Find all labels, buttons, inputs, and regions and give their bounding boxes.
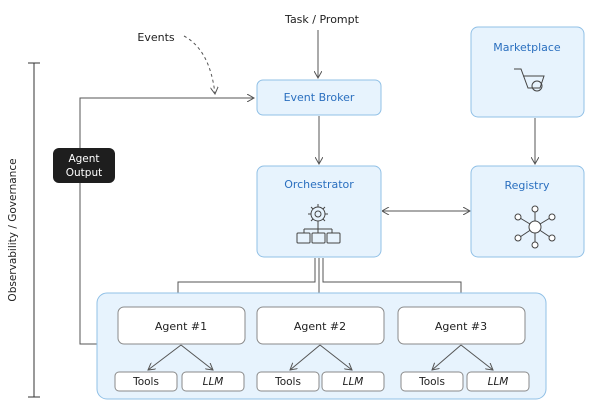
agent-1-llm-label: LLM bbox=[203, 376, 224, 388]
events-arrow bbox=[183, 35, 215, 94]
observability-bracket bbox=[28, 62, 40, 398]
agent-2-llm[interactable]: LLM bbox=[321, 371, 385, 392]
agent-output-line1: Agent bbox=[68, 153, 99, 165]
registry-label: Registry bbox=[504, 179, 550, 192]
agent-output-badge: Agent Output bbox=[53, 148, 115, 183]
event-broker-node[interactable]: Event Broker bbox=[256, 79, 382, 116]
agent-3-node[interactable]: Agent #3 bbox=[397, 306, 526, 345]
agent-2-connectors bbox=[290, 344, 352, 370]
event-broker-label: Event Broker bbox=[284, 91, 355, 104]
orchestrator-node[interactable]: Orchestrator bbox=[256, 165, 382, 258]
gear-hierarchy-icon bbox=[296, 204, 341, 244]
agent-output-loop bbox=[79, 98, 254, 345]
agent-1-tools-label: Tools bbox=[132, 376, 159, 388]
agent-3-llm-label: LLM bbox=[488, 376, 509, 388]
agent-2-tools-label: Tools bbox=[274, 376, 301, 388]
cart-icon bbox=[514, 68, 545, 92]
agent-1-llm[interactable]: LLM bbox=[181, 371, 245, 392]
marketplace-node[interactable]: Marketplace bbox=[470, 26, 585, 118]
agent-3-tools-label: Tools bbox=[418, 376, 445, 388]
agent-3-label: Agent #3 bbox=[435, 320, 487, 333]
agent-2-label: Agent #2 bbox=[294, 320, 346, 333]
agent-3-tools[interactable]: Tools bbox=[400, 371, 464, 392]
orchestrator-label: Orchestrator bbox=[284, 178, 354, 191]
agent-2-tools[interactable]: Tools bbox=[256, 371, 320, 392]
events-label: Events bbox=[137, 31, 175, 44]
observability-label: Observability / Governance bbox=[7, 158, 19, 301]
agent-3-llm[interactable]: LLM bbox=[466, 371, 530, 392]
agent-2-node[interactable]: Agent #2 bbox=[256, 306, 385, 345]
agent-3-connectors bbox=[432, 344, 493, 370]
registry-node[interactable]: Registry bbox=[470, 165, 585, 258]
agent-output-line2: Output bbox=[66, 167, 102, 179]
agent-1-node[interactable]: Agent #1 bbox=[117, 306, 246, 345]
agent-1-tools[interactable]: Tools bbox=[114, 371, 178, 392]
agent-2-llm-label: LLM bbox=[343, 376, 364, 388]
agent-1-label: Agent #1 bbox=[155, 320, 207, 333]
agent-1-connectors bbox=[148, 344, 213, 370]
marketplace-label: Marketplace bbox=[493, 41, 561, 54]
task-prompt-label: Task / Prompt bbox=[284, 13, 360, 26]
network-hub-icon bbox=[514, 205, 556, 249]
